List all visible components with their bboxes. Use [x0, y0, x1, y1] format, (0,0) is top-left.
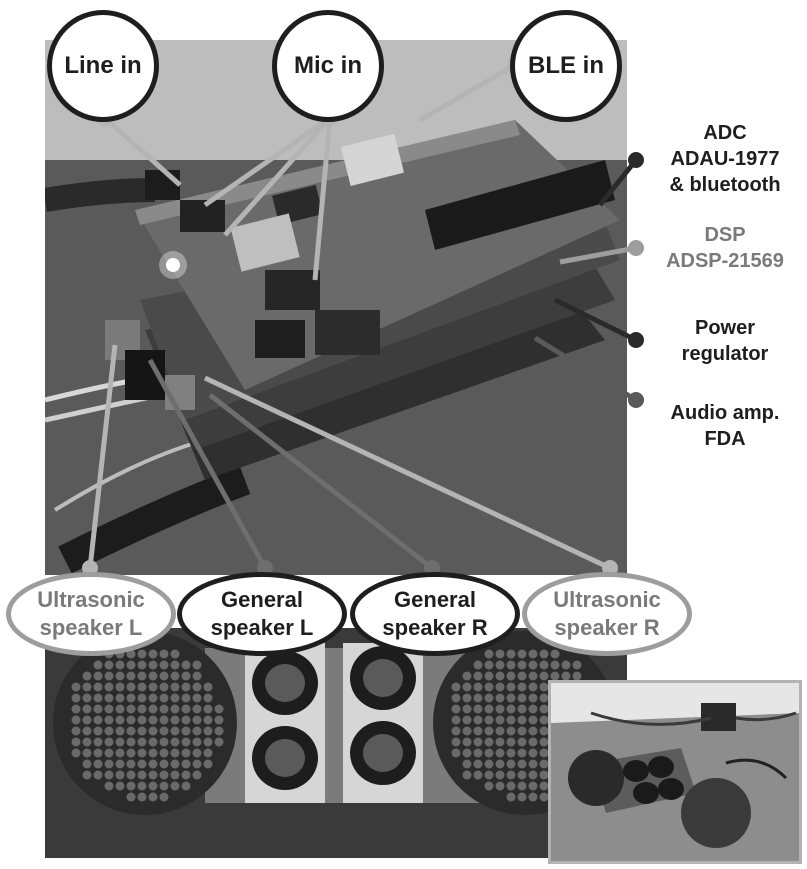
- ultrasonic-speaker-l-label: Ultrasonic speaker L: [6, 572, 176, 656]
- amp-line-2: FDA: [704, 428, 746, 450]
- adc-line-2: ADAU-1977: [670, 148, 780, 170]
- general-speaker-l-label: General speaker L: [177, 572, 347, 656]
- amp-label: Audio amp. FDA: [650, 400, 800, 452]
- power-line-1: Power: [694, 317, 756, 339]
- adc-line-1: ADC: [703, 122, 747, 144]
- ble-in-label: BLE in: [510, 10, 622, 122]
- general-r-line-1: General: [394, 587, 476, 612]
- amp-line-1: Audio amp.: [670, 402, 780, 424]
- general-l-line-1: General: [221, 587, 303, 612]
- dsp-label: DSP ADSP-21569: [645, 222, 805, 274]
- adc-line-3: & bluetooth: [669, 174, 781, 196]
- adc-label: ADC ADAU-1977 & bluetooth: [650, 120, 800, 198]
- ultrasonic-r-line-1: Ultrasonic: [553, 587, 661, 612]
- speaker-array-photo: [45, 628, 627, 858]
- general-speaker-r-label: General speaker R: [350, 572, 520, 656]
- ultrasonic-r-line-2: speaker R: [554, 615, 660, 640]
- ultrasonic-l-line-2: speaker L: [39, 615, 143, 640]
- mic-in-label: Mic in: [272, 10, 384, 122]
- ultrasonic-l-line-1: Ultrasonic: [37, 587, 145, 612]
- power-line-2: regulator: [681, 343, 769, 365]
- inset-setup-photo: [548, 680, 802, 864]
- power-label: Power regulator: [650, 315, 800, 367]
- general-r-line-2: speaker R: [382, 615, 488, 640]
- dsp-line-1: DSP: [704, 224, 746, 246]
- line-in-label: Line in: [47, 10, 159, 122]
- dsp-line-2: ADSP-21569: [666, 250, 784, 272]
- ultrasonic-speaker-r-label: Ultrasonic speaker R: [522, 572, 692, 656]
- general-l-line-2: speaker L: [210, 615, 314, 640]
